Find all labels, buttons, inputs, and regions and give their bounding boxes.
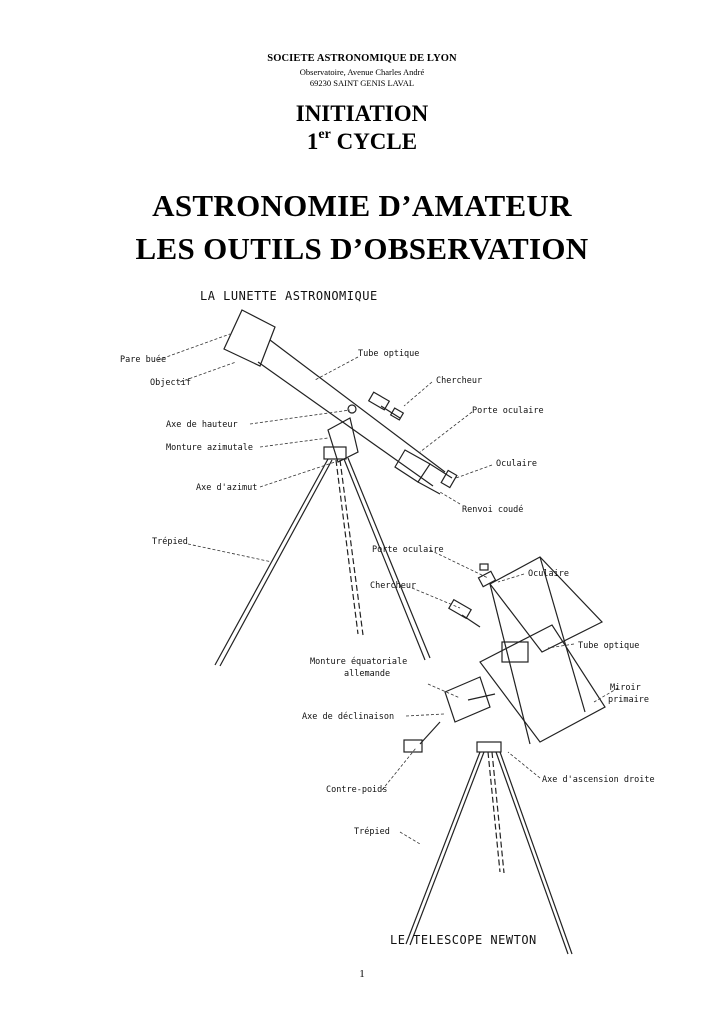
label-trepied-lunette: Trépied bbox=[152, 536, 188, 547]
label-axe-hauteur: Axe de hauteur bbox=[166, 420, 238, 430]
page-number: 1 bbox=[359, 968, 365, 980]
label-tube-optique-newton: Tube optique bbox=[578, 641, 639, 651]
address-line-1: Observatoire, Avenue Charles André bbox=[299, 67, 425, 77]
label-porte-oculaire-newton: Porte oculaire bbox=[372, 545, 444, 555]
refractor-drawing bbox=[214, 309, 458, 667]
cycle-superscript: er bbox=[318, 127, 331, 142]
cycle-heading: 1er CYCLE bbox=[0, 127, 724, 155]
label-oculaire-lunette: Oculaire bbox=[496, 459, 537, 469]
newtonian-caption: LE TELESCOPE NEWTON bbox=[390, 933, 537, 947]
label-axe-declinaison: Axe de déclinaison bbox=[302, 711, 394, 722]
label-monture-azimutale: Monture azimutale bbox=[166, 443, 253, 453]
label-porte-oculaire-lunette: Porte oculaire bbox=[472, 406, 544, 416]
refractor-caption: LA LUNETTE ASTRONOMIQUE bbox=[200, 289, 378, 303]
main-title-line-1: ASTRONOMIE D’AMATEUR bbox=[152, 188, 572, 223]
label-monture-line1: Monture équatoriale bbox=[310, 656, 407, 667]
label-axe-azimut: Axe d'azimut bbox=[196, 483, 257, 493]
label-monture-line2: allemande bbox=[344, 669, 390, 679]
main-title-line-2: LES OUTILS D’OBSERVATION bbox=[135, 231, 589, 266]
leader-lines bbox=[157, 333, 619, 845]
instruments-drawing: LA LUNETTE ASTRONOMIQUE Pare buée Object… bbox=[120, 289, 655, 955]
label-contre-poids: Contre-poids bbox=[326, 785, 387, 795]
label-renvoi-coude: Renvoi coudé bbox=[462, 504, 523, 515]
label-tube-optique: Tube optique bbox=[358, 349, 419, 359]
cycle-number: 1 bbox=[306, 129, 319, 154]
address-line-2: 69230 SAINT GENIS LAVAL bbox=[309, 78, 415, 88]
label-chercheur-newton: Chercheur bbox=[370, 581, 416, 591]
organization-name: SOCIETE ASTRONOMIQUE DE LYON bbox=[267, 53, 457, 64]
label-oculaire-newton: Oculaire bbox=[528, 569, 569, 579]
label-pare-buee: Pare buée bbox=[120, 354, 166, 365]
initiation-heading: INITIATION bbox=[295, 101, 429, 126]
label-trepied-newton: Trépied bbox=[354, 826, 390, 837]
label-chercheur: Chercheur bbox=[436, 376, 482, 386]
newtonian-drawing bbox=[403, 556, 606, 955]
label-miroir-line2: primaire bbox=[608, 695, 649, 705]
label-objectif: Objectif bbox=[150, 378, 191, 388]
cycle-word: CYCLE bbox=[330, 129, 418, 154]
label-axe-ascension: Axe d'ascension droite bbox=[542, 775, 655, 785]
instruments-illustration: LA LUNETTE ASTRONOMIQUE Pare buée Object… bbox=[100, 282, 700, 958]
label-miroir-line1: Miroir bbox=[610, 683, 641, 693]
